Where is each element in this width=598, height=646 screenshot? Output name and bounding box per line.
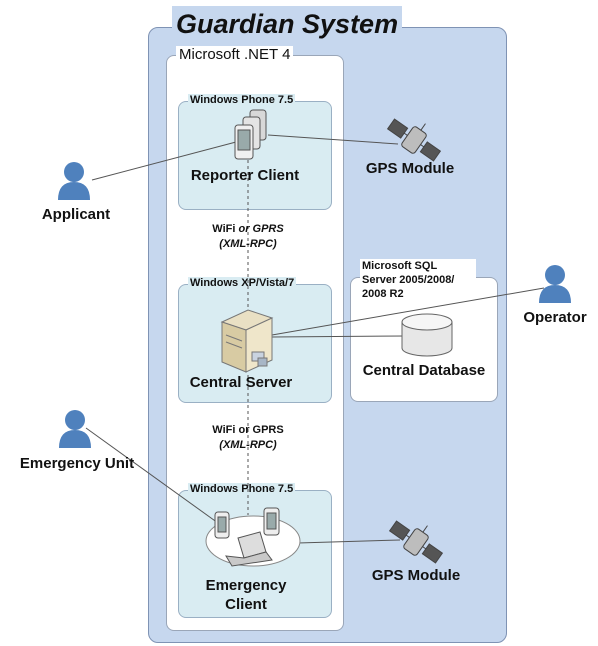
emergency-phone-right-icon	[263, 507, 280, 536]
applicant-person-icon	[58, 162, 90, 200]
operator-label: Operator	[523, 309, 587, 326]
server-database-link	[271, 335, 407, 338]
laptop-icon	[225, 531, 273, 567]
reporter-platform-label: Windows Phone 7.5	[188, 94, 296, 106]
bottom-connection-rpc: (XML-RPC)	[219, 439, 277, 451]
emergency-unit-label: Emergency Unit	[19, 455, 135, 472]
gps-module-top-label: GPS Module	[365, 160, 455, 177]
system-title: Guardian System	[172, 6, 403, 42]
central-server-label: Central Server	[189, 374, 293, 391]
reporter-phones-icon	[234, 109, 267, 160]
reporter-gps-link	[267, 134, 399, 145]
emergency-platform-label: Windows Phone 7.5	[188, 483, 296, 495]
emergency-gps-link	[297, 539, 401, 544]
server-icon	[220, 309, 274, 373]
top-connection-protocol: WiFi or GPRS	[188, 222, 308, 237]
gps-satellite-top-icon	[386, 118, 442, 162]
emergency-phone-left-icon	[214, 511, 230, 539]
server-platform-label: Windows XP/Vista/7	[188, 277, 297, 289]
gps-module-bottom-label: GPS Module	[371, 567, 461, 584]
applicant-label: Applicant	[41, 206, 111, 223]
framework-label: Microsoft .NET 4	[176, 46, 294, 63]
top-connection-label: WiFi or GPRS (XML-RPC)	[188, 222, 308, 252]
operator-person-icon	[539, 265, 571, 303]
emergency-unit-person-icon	[59, 410, 91, 448]
database-platform-label: Microsoft SQL Server 2005/2008/ 2008 R2	[360, 259, 476, 301]
top-connection-rpc: (XML-RPC)	[219, 238, 277, 250]
emergency-client-label-line1: Emergency	[205, 577, 287, 594]
gps-satellite-bottom-icon	[388, 520, 444, 564]
bottom-connection-label: WiFi or GPRS (XML-RPC)	[188, 423, 308, 453]
emergencyunit-client-link	[85, 427, 219, 524]
bottom-connection-protocol: WiFi or GPRS	[212, 424, 284, 436]
top-connection-gprs: or GPRS	[238, 223, 284, 235]
database-cylinder-icon	[401, 313, 453, 357]
applicant-reporter-link	[91, 141, 237, 181]
emergency-client-label-line2: Client	[225, 596, 267, 613]
central-database-label: Central Database	[362, 362, 486, 379]
top-connection-wifi: WiFi	[212, 223, 239, 235]
server-operator-link	[271, 287, 545, 336]
reporter-client-label: Reporter Client	[190, 167, 300, 184]
